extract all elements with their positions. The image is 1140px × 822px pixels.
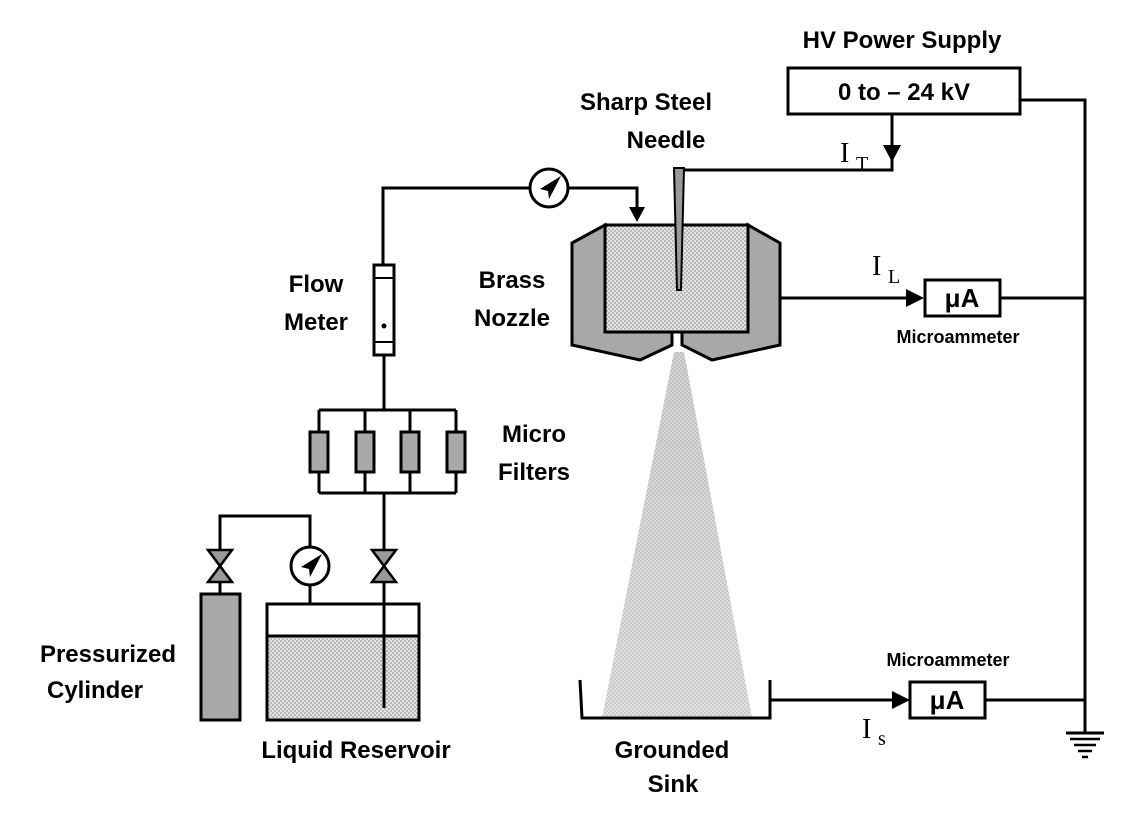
needle-label-line2: Needle — [627, 127, 706, 154]
gas-line — [218, 514, 312, 550]
microammeter-bottom-label: Microammeter — [886, 650, 1009, 670]
filters-label-line1: Micro — [502, 421, 566, 448]
valve-icon — [205, 548, 235, 584]
sink-label-line2: Sink — [648, 771, 699, 798]
flow-meter-label-line2: Meter — [284, 309, 348, 336]
microammeter-top-unit: μA — [945, 283, 980, 313]
arrow-icon — [892, 691, 910, 709]
sink-label-line1: Grounded — [615, 737, 730, 764]
cylinder-label-line1: Pressurized — [40, 641, 176, 668]
filters-label-line2: Filters — [498, 459, 570, 486]
cylinder-label-line2: Cylinder — [47, 677, 143, 704]
microammeter-bottom — [908, 680, 987, 720]
current-sink-symbol: I — [862, 714, 871, 745]
hv-power-supply-box — [786, 66, 1022, 116]
feed-line-to-nozzle — [568, 186, 639, 212]
arrow-icon — [906, 289, 924, 307]
microammeter-top-label: Microammeter — [896, 327, 1019, 347]
arrow-icon — [883, 145, 901, 162]
micro-filters — [308, 408, 467, 495]
current-leakage-symbol: I — [872, 251, 881, 282]
hv-power-supply-label: HV Power Supply — [803, 27, 1002, 54]
feed-line-upper — [381, 186, 530, 265]
nozzle-label-line1: Brass — [479, 267, 546, 294]
current-total-subscript: T — [856, 153, 868, 175]
needle-label-line1: Sharp Steel — [580, 89, 712, 116]
flow-meter — [372, 263, 396, 357]
current-leakage-subscript: L — [888, 266, 900, 288]
microammeter-bottom-unit: μA — [930, 685, 965, 715]
current-sink-subscript: s — [878, 728, 886, 750]
ground-rail-wire — [1020, 98, 1087, 730]
voltage-range-label: 0 to – 24 kV — [838, 79, 970, 106]
steel-needle — [672, 167, 686, 291]
arrow-icon — [629, 207, 645, 222]
spray-droplets — [602, 352, 752, 718]
pressurized-cylinder — [199, 592, 242, 722]
current-total-symbol: I — [840, 138, 849, 169]
nozzle-label-line2: Nozzle — [474, 305, 550, 332]
valve-icon — [369, 548, 399, 584]
gauge-icon — [289, 545, 331, 587]
gauge-icon — [528, 167, 570, 209]
ground-icon — [1066, 700, 1104, 759]
flow-meter-label-line1: Flow — [289, 271, 344, 298]
liquid-reservoir — [265, 602, 421, 722]
reservoir-label: Liquid Reservoir — [261, 737, 450, 764]
